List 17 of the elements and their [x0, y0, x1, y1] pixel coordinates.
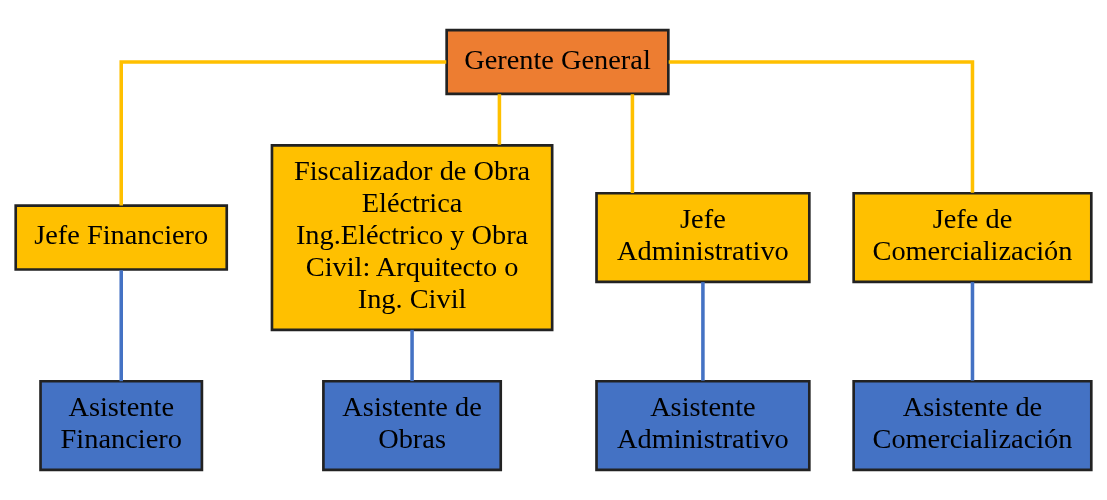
- connector: [410, 329, 414, 382]
- node-box: Jefe Financiero: [14, 204, 229, 271]
- connector: [119, 60, 447, 206]
- node-box: Gerente General: [445, 28, 670, 96]
- connector: [497, 94, 502, 145]
- connector: [630, 94, 635, 193]
- node-box: Jefe Administrativo: [595, 191, 811, 284]
- node-box: Asistente Financiero: [39, 379, 204, 472]
- connector: [119, 270, 123, 382]
- node-box: Asistente Administrativo: [595, 379, 811, 472]
- connector: [701, 282, 705, 381]
- connector: [668, 60, 975, 193]
- connector: [970, 282, 975, 381]
- node-box: Asistente de Obras: [322, 379, 503, 472]
- node-box: Fiscalizador de Obra Eléctrica Ing.Eléctrico y Obra Civil: Arquitecto o Ing. Civil: [270, 144, 554, 332]
- node-box: Asistente de Comercialización: [852, 379, 1093, 472]
- node-box: Jefe de Comercialización: [852, 191, 1093, 284]
